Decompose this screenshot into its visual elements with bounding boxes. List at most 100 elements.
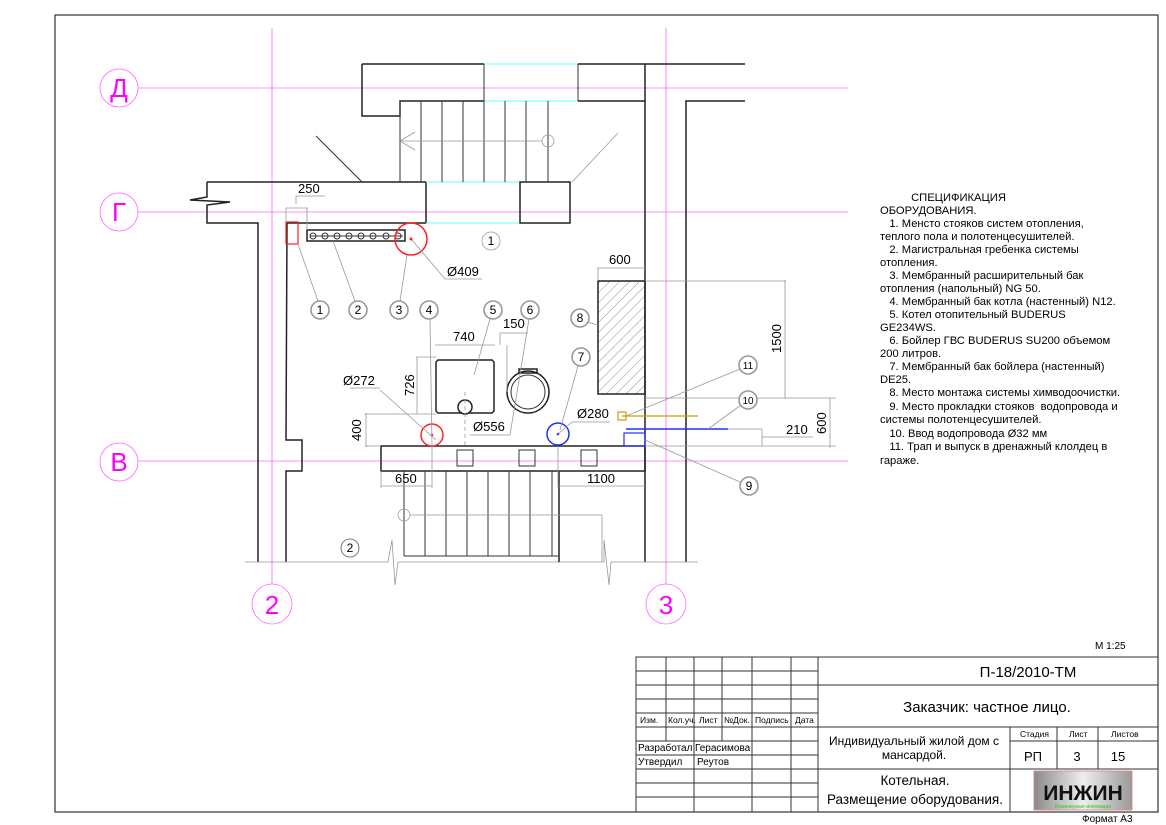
axis-label-3: 3: [659, 590, 673, 620]
title-block: Изм. Кол.уч. Лист №Док. Подпись Дата Раз…: [635, 656, 1159, 813]
sheets-value: 15: [1111, 749, 1125, 764]
marker-8: 8: [577, 311, 584, 325]
water-treatment-area: [597, 280, 646, 395]
marker-9: 9: [746, 479, 753, 493]
dim-diam-409: Ø409: [447, 264, 479, 279]
marker-6: 6: [527, 303, 534, 317]
project-name: Индивидуальный жилой дом с: [829, 734, 999, 748]
sheets-header: Листов: [1111, 729, 1139, 739]
expansion-tank: [394, 222, 428, 256]
axis-label-v: В: [110, 447, 127, 477]
logo-text: ИНЖИН: [1043, 782, 1123, 805]
company-logo: ИНЖИН Инженерные инновации: [1033, 770, 1133, 811]
dim-250: 250: [298, 181, 320, 196]
axis-bubble-d: [99, 68, 139, 108]
spec-line: 7. Мембранный бак бойлера (настенный): [880, 361, 1105, 373]
axis-bubble-g: [99, 192, 139, 232]
axis-label-d: Д: [110, 73, 128, 103]
stairs-lower: [397, 471, 603, 562]
spec-line: 2. Магистральная гребенка системы: [880, 244, 1079, 256]
heating-manifold: [306, 229, 406, 242]
scale-label: М 1:25: [1095, 641, 1126, 652]
header-date: Дата: [795, 715, 814, 725]
drawing-title: Размещение оборудования.: [827, 792, 1003, 807]
developed-name: Герасимова: [695, 743, 751, 754]
dim-210: 210: [786, 422, 808, 437]
header-qty: Кол.уч.: [668, 715, 696, 725]
marker-5: 5: [490, 303, 497, 317]
spec-line: 8. Место монтажа системы химводоочистки.: [880, 387, 1120, 399]
spec-title: СПЕЦИФИКАЦИЯ: [880, 192, 1006, 204]
spec-line: 9. Место прокладки стояков водопровода и: [880, 401, 1118, 413]
marker-11: 11: [743, 361, 754, 372]
dim-400: 400: [349, 419, 364, 441]
spec-line: 6. Бойлер ГВС BUDERUS SU200 объемом: [880, 335, 1110, 347]
dim-1500: 1500: [769, 324, 784, 353]
heating-boiler: [435, 359, 495, 446]
spec-line: 1. Менсто стояков систем отопления,: [880, 218, 1084, 230]
dim-740: 740: [453, 329, 475, 344]
axis-bubble-3: [645, 583, 687, 625]
riser-routing-place: [623, 432, 646, 447]
marker-4: 4: [426, 303, 433, 317]
axis-bubble-2: [251, 583, 293, 625]
marker-2: 2: [355, 303, 362, 317]
dimension-labels: 250 600 1500 210 600 Ø409 Ø272 726 740 1…: [298, 181, 829, 486]
header-doc: №Док.: [724, 715, 750, 725]
sheet-frame: [54, 14, 1159, 813]
spec-line: 3. Мембранный расширительный бак: [880, 270, 1083, 282]
logo-subtitle: Инженерные инновации: [1055, 804, 1111, 810]
dim-600-height: 600: [814, 412, 829, 434]
marker-10: 10: [742, 396, 754, 407]
spec-line: отопления.: [880, 257, 938, 269]
spec-line: гараже.: [880, 455, 919, 467]
spec-line: 11. Трап и выпуск в дренажный клолдец в: [880, 441, 1107, 453]
spec-line: 10. Ввод водопровода Ø32 мм: [880, 428, 1047, 440]
spec-line: 200 литров.: [880, 348, 941, 360]
spec-line: отопления (напольный) NG 50.: [880, 283, 1041, 295]
header-change: Изм.: [640, 715, 658, 725]
dhw-water-heater: [506, 368, 550, 414]
dim-diam-272: Ø272: [343, 373, 375, 388]
header-sheet: Лист: [699, 715, 718, 725]
equipment-specification: СПЕЦИФИКАЦИЯ ОБОРУДОВАНИЯ. 1. Менсто сто…: [880, 192, 1120, 467]
dimension-lines: [285, 195, 836, 488]
spec-line: 4. Мембранный бак котла (настенный) N12.: [880, 296, 1116, 308]
marker-1: 1: [317, 303, 324, 317]
spec-line: 5. Котел отопительный BUDERUS: [880, 309, 1066, 321]
dim-600-width: 600: [609, 252, 631, 267]
riser-place: [285, 221, 299, 245]
spec-line: системы полотенцесушителей.: [880, 414, 1041, 426]
marker-7: 7: [578, 350, 585, 364]
dim-diam-556: Ø556: [473, 419, 505, 434]
spec-line: теплого пола и полотенцесушителей.: [880, 231, 1075, 243]
position-markers: 1 2 3 4 5 6 7 8 9 10 11 1 2: [310, 231, 759, 558]
customer: Заказчик: частное лицо.: [903, 699, 1071, 716]
dim-650: 650: [395, 471, 417, 486]
axis-label-2: 2: [265, 590, 279, 620]
header-signature: Подпись: [755, 715, 789, 725]
spec-line: GE234WS.: [880, 322, 936, 334]
equipment: [285, 221, 728, 447]
room-label-1: 1: [488, 234, 495, 248]
drawing-title: Котельная.: [880, 773, 949, 788]
stage-value: РП: [1024, 749, 1042, 764]
sheet-format: Формат А3: [1082, 814, 1133, 825]
document-code: П-18/2010-ТМ: [980, 664, 1077, 681]
dim-1100: 1100: [587, 471, 615, 486]
stage-header: Стадия: [1020, 729, 1049, 739]
axis-label-g: Г: [112, 197, 126, 227]
axis-bubble-v: [99, 442, 139, 482]
room-label-2: 2: [347, 541, 354, 555]
sheet-header: Лист: [1069, 729, 1088, 739]
spec-line: DE25.: [880, 374, 911, 386]
project-name: мансардой.: [882, 748, 946, 762]
dim-150: 150: [503, 316, 525, 331]
water-heater-membrane-tank: [546, 422, 570, 446]
marker-3: 3: [396, 303, 403, 317]
approved-name: Реутов: [697, 757, 729, 768]
dim-726: 726: [402, 374, 417, 396]
sheet-value: 3: [1073, 749, 1080, 764]
axis-grid: Д Г В 2 3: [99, 28, 848, 625]
